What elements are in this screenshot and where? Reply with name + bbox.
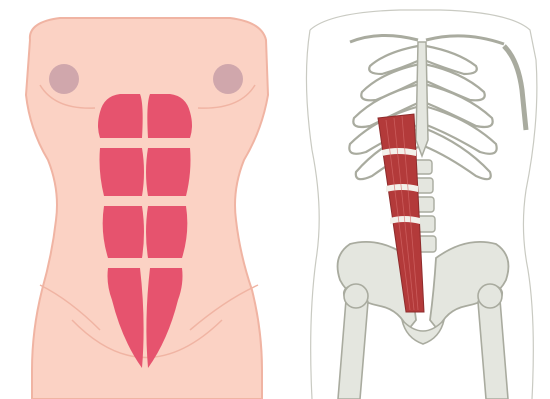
skeleton-svg [290, 0, 550, 399]
clavicle-right [426, 36, 504, 44]
nipple-right [213, 64, 243, 94]
ab-segment-right-2 [146, 148, 191, 196]
torso-illustration [0, 0, 290, 399]
femoral-head-left [344, 284, 368, 308]
humerus-right [504, 46, 526, 130]
torso-svg [0, 0, 290, 399]
ab-segment-left-2 [100, 148, 145, 196]
nipple-left [49, 64, 79, 94]
clavicle-left [350, 35, 418, 42]
skeleton-illustration [290, 0, 550, 399]
femoral-head-right [478, 284, 502, 308]
sternum [416, 42, 428, 156]
ab-segment-left-3 [103, 206, 144, 258]
ab-segment-right-3 [146, 206, 187, 258]
